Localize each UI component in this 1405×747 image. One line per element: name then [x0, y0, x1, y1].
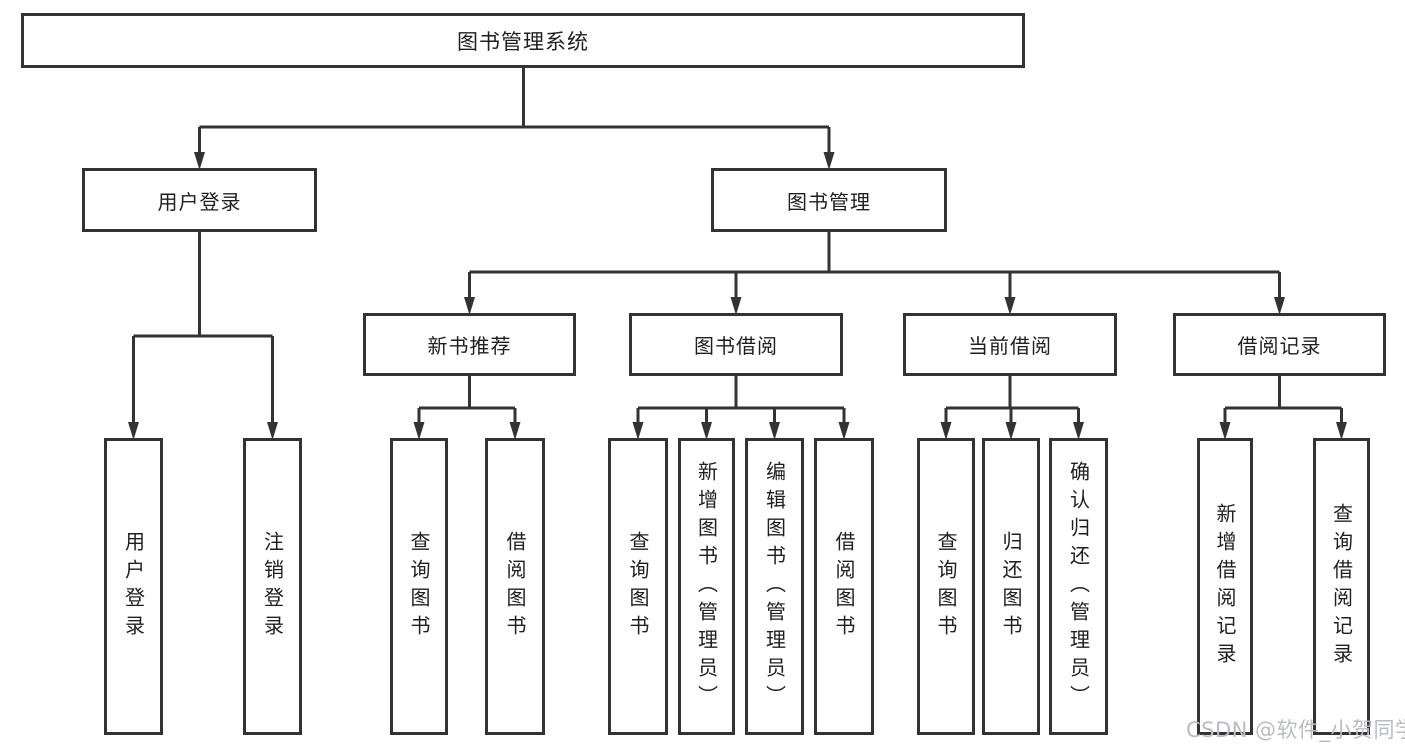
leaf-query-books-recommend: 查询图书 — [390, 438, 448, 735]
arrowhead — [632, 422, 644, 440]
leaf-return-books: 归还图书 — [982, 438, 1040, 735]
connector-root — [198, 68, 831, 152]
node-book-borrowing: 图书借阅 — [629, 313, 843, 376]
leaf-borrow-books-recommend: 借阅图书 — [485, 438, 545, 735]
arrowhead — [267, 422, 278, 440]
leaf-query-borrow-record: 查询借阅记录 — [1313, 438, 1370, 735]
arrowhead — [838, 422, 850, 440]
node-label: 图书管理 — [787, 189, 871, 214]
arrowheads — [128, 152, 1347, 440]
leaf-label: 归还图书 — [999, 530, 1023, 643]
node-label: 借阅记录 — [1237, 334, 1322, 358]
node-borrowing-records: 借阅记录 — [1173, 313, 1386, 376]
arrowhead — [823, 152, 835, 170]
connector-borrowing-records — [1223, 376, 1343, 422]
leaf-label: 确认归还（管理员） — [1066, 460, 1091, 713]
leaf-label: 用户登录 — [121, 530, 146, 643]
node-label: 用户登录 — [157, 189, 242, 214]
arrowhead — [940, 422, 952, 440]
node-user-login: 用户登录 — [82, 168, 317, 232]
leaf-label: 注销登录 — [260, 530, 285, 643]
connector-user-login — [132, 232, 274, 422]
leaf-confirm-return-admin: 确认归还（管理员） — [1049, 438, 1108, 735]
arrowhead — [730, 297, 742, 315]
leaf-borrow-books: 借阅图书 — [814, 438, 874, 735]
arrowhead — [509, 422, 521, 440]
leaf-label: 查询图书 — [626, 530, 650, 643]
arrowhead — [1073, 422, 1084, 440]
node-new-book-recommendation: 新书推荐 — [363, 313, 576, 376]
csdn-watermark: CSDN @软件_小贺同学 — [1186, 718, 1405, 742]
node-label: 当前借阅 — [968, 334, 1052, 358]
leaf-label: 查询借阅记录 — [1329, 502, 1354, 671]
leaf-label: 编辑图书（管理员） — [762, 460, 787, 713]
leaf-query-books-current: 查询图书 — [917, 438, 975, 735]
leaf-query-books-borrowing: 查询图书 — [608, 438, 668, 735]
arrowhead — [701, 422, 712, 440]
connector-book-management — [468, 232, 1281, 297]
leaf-add-borrow-record: 新增借阅记录 — [1197, 438, 1253, 735]
node-library-management-system: 图书管理系统 — [21, 13, 1025, 68]
node-label: 图书管理系统 — [457, 29, 589, 54]
leaf-add-books-admin: 新增图书（管理员） — [678, 438, 735, 735]
arrowhead — [769, 422, 780, 440]
connector-current-borrowing — [944, 376, 1080, 422]
leaf-logout: 注销登录 — [243, 438, 302, 735]
node-label: 新书推荐 — [427, 334, 512, 358]
arrowhead — [1336, 422, 1347, 440]
leaf-label: 新增借阅记录 — [1213, 502, 1237, 671]
leaf-edit-books-admin: 编辑图书（管理员） — [745, 438, 804, 735]
leaf-label: 查询图书 — [407, 530, 431, 643]
node-current-borrowing: 当前借阅 — [903, 313, 1117, 376]
node-label: 图书借阅 — [694, 334, 778, 358]
arrowhead — [413, 422, 425, 440]
leaf-label: 新增图书（管理员） — [694, 460, 719, 713]
arrowhead — [1274, 297, 1285, 315]
leaf-user-login: 用户登录 — [104, 438, 163, 735]
connector-new-book-recommendation — [417, 376, 517, 422]
arrowhead — [464, 297, 475, 315]
leaf-label: 查询图书 — [934, 530, 958, 643]
connector-book-borrowing — [636, 376, 846, 422]
arrowhead — [1005, 422, 1017, 440]
arrowhead — [1219, 422, 1231, 440]
leaf-label: 借阅图书 — [832, 530, 856, 643]
leaf-label: 借阅图书 — [503, 530, 527, 643]
arrowhead — [194, 152, 205, 170]
node-book-management: 图书管理 — [711, 168, 947, 232]
arrowhead — [128, 422, 139, 440]
arrowhead — [1004, 297, 1016, 315]
